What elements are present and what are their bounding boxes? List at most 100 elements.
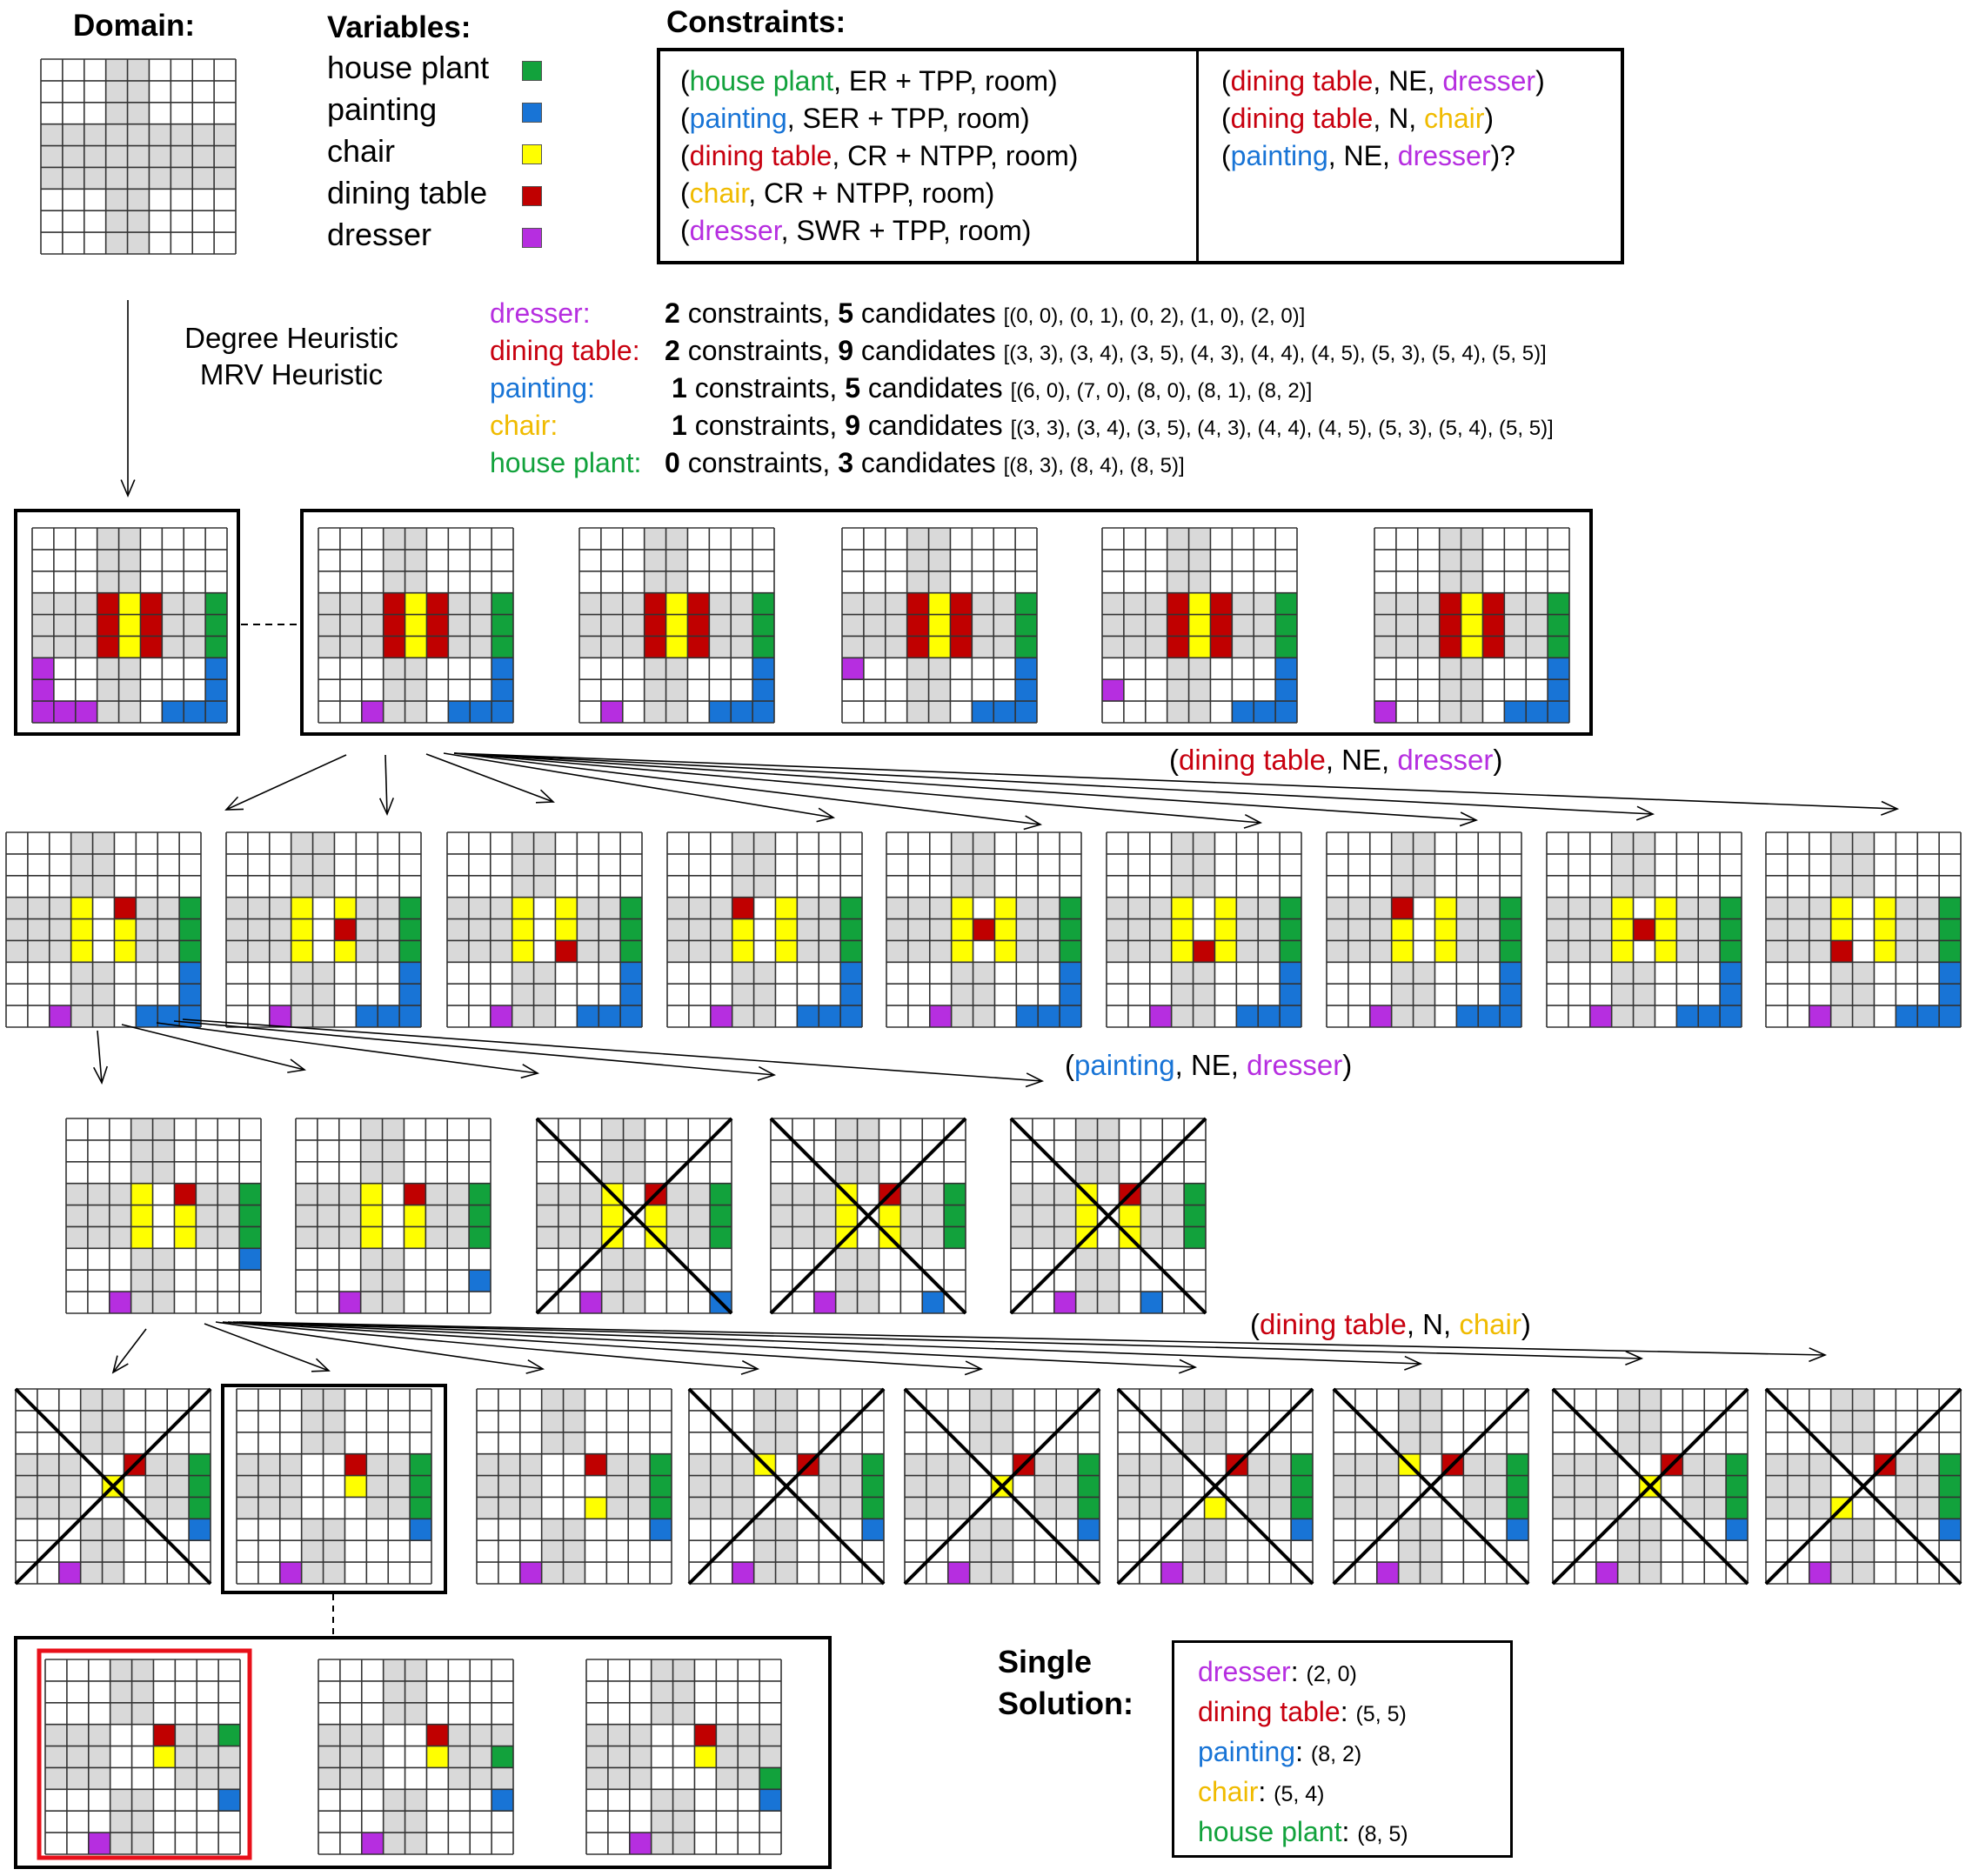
grid-cell bbox=[1204, 1540, 1227, 1563]
grid-cell bbox=[426, 614, 449, 637]
grid-cell bbox=[269, 918, 291, 941]
grid-cell bbox=[672, 1659, 695, 1681]
candidate-variable: painting: bbox=[490, 372, 595, 404]
grid-cell bbox=[1398, 1432, 1421, 1454]
grid-cell bbox=[775, 1453, 798, 1476]
grid-cell bbox=[490, 897, 512, 919]
grid-cell bbox=[1456, 940, 1479, 963]
grid-cell bbox=[118, 701, 141, 723]
grid-cell bbox=[629, 1767, 652, 1790]
grid-cell bbox=[214, 167, 236, 190]
grid-cell bbox=[926, 1453, 948, 1476]
grid-cell bbox=[1102, 614, 1124, 637]
grid-cell bbox=[993, 701, 1016, 723]
arrow-head bbox=[1243, 813, 1263, 829]
candidate-variable: dresser: bbox=[490, 297, 591, 329]
grid-cell bbox=[710, 1005, 732, 1027]
grid-cell bbox=[519, 1453, 542, 1476]
grid-cell bbox=[672, 1811, 695, 1833]
grid-cell bbox=[468, 918, 491, 941]
grid-cell bbox=[205, 636, 227, 658]
grid-cell bbox=[1461, 592, 1483, 615]
grid-cell bbox=[312, 962, 335, 985]
grid-cell bbox=[184, 701, 206, 723]
grid-cell bbox=[819, 1005, 841, 1027]
grid-cell bbox=[1633, 918, 1655, 941]
grid-cell bbox=[972, 592, 994, 615]
grid-cell bbox=[383, 1833, 405, 1854]
grid-cell bbox=[1830, 1519, 1853, 1541]
grid-cell bbox=[1917, 1005, 1940, 1027]
grid-cell bbox=[1655, 940, 1677, 963]
grid-cell bbox=[344, 1475, 367, 1498]
grid-cell bbox=[53, 592, 76, 615]
grid-lines bbox=[688, 1388, 885, 1585]
grid-cell bbox=[738, 1746, 760, 1768]
grid-cell bbox=[49, 897, 71, 919]
grid-cell bbox=[607, 1724, 630, 1746]
grid-cell bbox=[1167, 636, 1189, 658]
grid-cell bbox=[1167, 701, 1189, 723]
grid-cell bbox=[928, 528, 951, 550]
arrow-head bbox=[93, 1065, 108, 1085]
grid-cell bbox=[598, 897, 621, 919]
grid-cell bbox=[162, 636, 184, 658]
grid-cell bbox=[301, 1540, 324, 1563]
grid-cell bbox=[118, 636, 141, 658]
candidate-stats-row: 1 constraints, 5 candidates [(6, 0), (7,… bbox=[672, 374, 1312, 402]
grid-cell bbox=[1182, 1432, 1205, 1454]
grid-cell bbox=[710, 940, 732, 963]
grid-cell bbox=[257, 1497, 280, 1519]
grid-cell bbox=[563, 1389, 585, 1411]
grid-cell bbox=[102, 1410, 124, 1432]
grid-cell bbox=[1676, 918, 1699, 941]
arrow-line bbox=[236, 1321, 1421, 1365]
grid-cell bbox=[179, 897, 201, 919]
arrow-head bbox=[535, 789, 555, 804]
grid-cell bbox=[118, 658, 141, 680]
grid-cell bbox=[1232, 701, 1254, 723]
grid-cell bbox=[1056, 1453, 1079, 1476]
grid-cell bbox=[167, 1475, 190, 1498]
grid-cell bbox=[606, 1475, 629, 1498]
grid-cell bbox=[586, 1746, 608, 1768]
grid-cell bbox=[32, 679, 54, 702]
grid-cell bbox=[189, 1519, 211, 1541]
grid-cell bbox=[1766, 1497, 1788, 1519]
grid-cell bbox=[218, 1789, 240, 1812]
binary-constraint: (painting, NE, dresser)? bbox=[1221, 137, 1545, 175]
arrow-head bbox=[1023, 815, 1043, 831]
grid-cell bbox=[1420, 1410, 1442, 1432]
grid-cell bbox=[579, 1205, 602, 1227]
grid-cell bbox=[301, 1410, 324, 1432]
grid-cell bbox=[1917, 1497, 1940, 1519]
grid-cell bbox=[558, 1205, 580, 1227]
grid-cell bbox=[1354, 1497, 1377, 1519]
grid-cell bbox=[1553, 1453, 1575, 1476]
grid-cell bbox=[492, 658, 513, 680]
grid-cell bbox=[32, 658, 54, 680]
grid-cell bbox=[257, 1453, 280, 1476]
grid-cell bbox=[862, 1519, 884, 1541]
grid-cell bbox=[840, 897, 862, 919]
grid-cell bbox=[1102, 679, 1124, 702]
grid-cell bbox=[840, 940, 862, 963]
grid-cell bbox=[1439, 701, 1461, 723]
grid-cell bbox=[863, 636, 886, 658]
grid-cell bbox=[53, 636, 76, 658]
grid-cell bbox=[131, 1767, 154, 1790]
grid-cell bbox=[512, 1005, 534, 1027]
grid-cell bbox=[1485, 1497, 1508, 1519]
frame bbox=[221, 1384, 447, 1594]
candidate-variable: dining table: bbox=[490, 335, 640, 366]
grid-cell bbox=[585, 1475, 607, 1498]
grid-cell bbox=[1391, 853, 1414, 876]
grid-cell bbox=[382, 1139, 405, 1162]
grid-cell bbox=[490, 1005, 512, 1027]
grid-cell bbox=[620, 897, 642, 919]
grid-cell bbox=[1461, 571, 1483, 593]
arrow-head bbox=[111, 1355, 129, 1374]
grid-cell bbox=[130, 1205, 153, 1227]
grid-cell bbox=[1413, 875, 1435, 898]
grid-cell bbox=[1038, 1005, 1060, 1027]
